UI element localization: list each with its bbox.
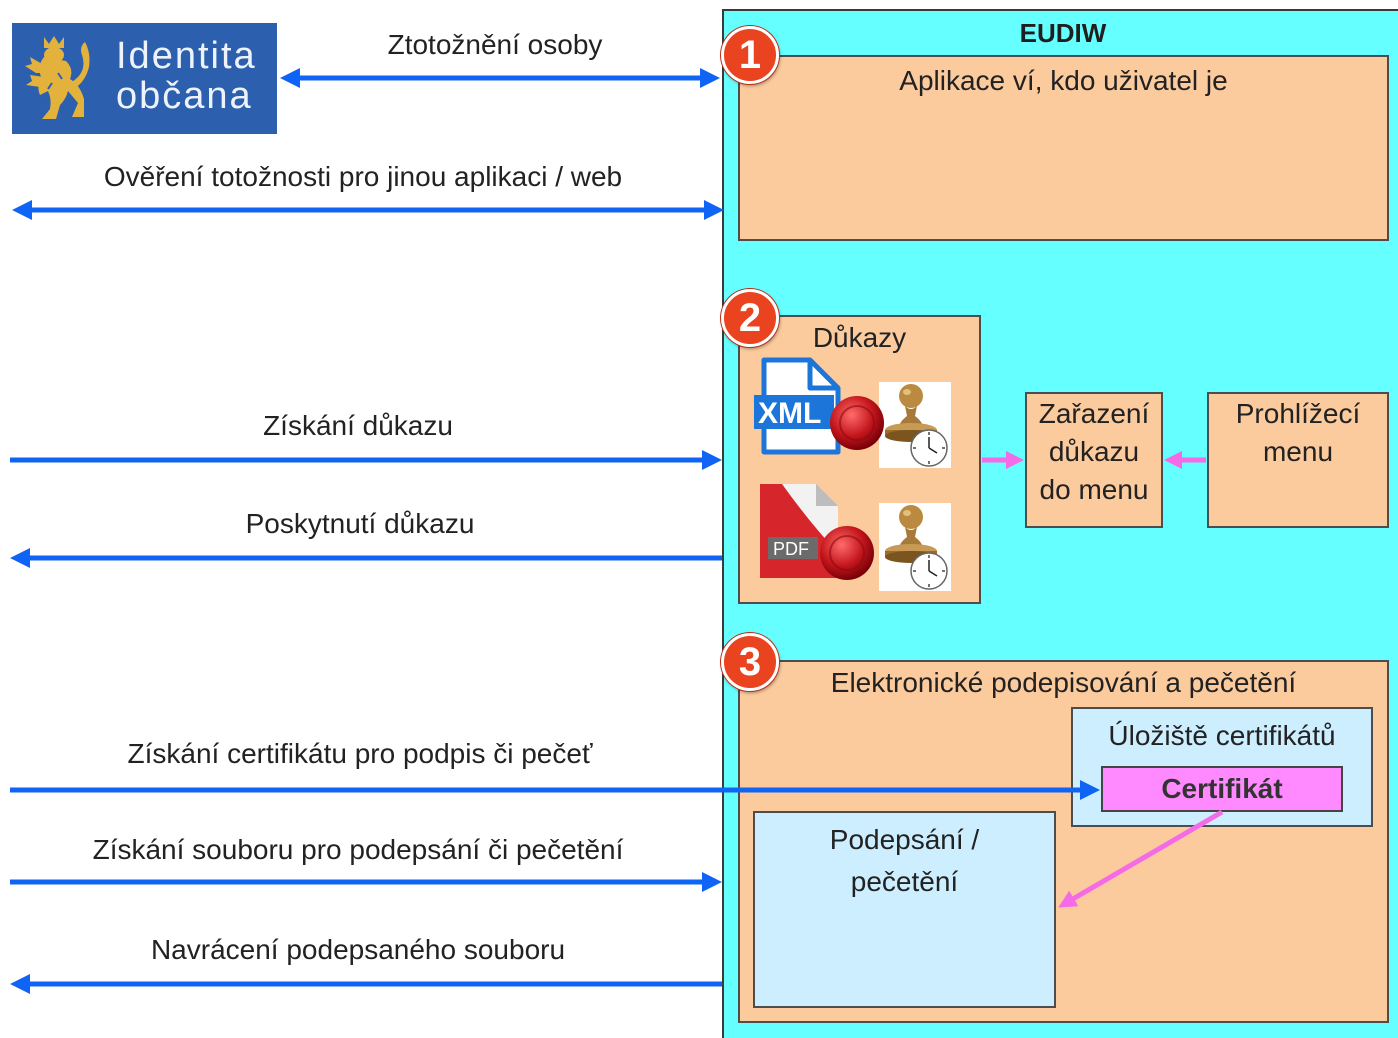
browse-menu-text: Prohlížecí menu xyxy=(1209,395,1387,471)
logo-text: Identita občana xyxy=(116,36,257,116)
flow-label-return-file: Navrácení podepsaného souboru xyxy=(150,934,566,965)
menu-assign-line-1: Zařazení xyxy=(1038,398,1150,429)
menu-assign-line-3: do menu xyxy=(1039,474,1149,505)
browse-menu-line-2: menu xyxy=(1262,436,1334,467)
signing-section-title: Elektronické podepisování a pečetění xyxy=(830,667,1297,698)
signing-text: Podepsání / pečetění xyxy=(755,819,1054,903)
pdf-file-icon: PDF xyxy=(760,484,838,578)
signing-box: Podepsání / pečetění xyxy=(753,811,1056,1008)
logo-line-2: občana xyxy=(116,75,253,117)
identity-box: Aplikace ví, kdo uživatel je xyxy=(738,55,1389,241)
browse-menu-box: Prohlížecí menu xyxy=(1207,392,1389,528)
browse-menu-line-1: Prohlížecí xyxy=(1235,398,1361,429)
menu-assign-box: Zařazení důkazu do menu xyxy=(1025,392,1163,528)
czech-lion-emblem-icon xyxy=(25,36,90,119)
timestamp-stamp-icon xyxy=(879,503,951,591)
wax-seal-icon xyxy=(820,526,874,580)
eudiw-title: EUDIW xyxy=(1019,18,1107,48)
menu-assign-text: Zařazení důkazu do menu xyxy=(1027,395,1161,509)
timestamp-stamp-icon xyxy=(879,382,951,468)
flow-label-get-file: Získání souboru pro podepsání či pečetěn… xyxy=(92,834,624,865)
flow-label-get-evidence: Získání důkazu xyxy=(263,410,453,441)
certificate-box: Certifikát xyxy=(1101,766,1343,812)
signing-line-1: Podepsání / xyxy=(829,824,980,855)
step-badge-3: 3 xyxy=(721,633,779,691)
xml-file-label: XML xyxy=(758,397,821,430)
wax-seal-icon xyxy=(830,396,884,450)
menu-assign-line-2: důkazu xyxy=(1048,436,1140,467)
signing-line-2: pečetění xyxy=(850,866,959,897)
step-badge-2: 2 xyxy=(721,289,779,347)
pdf-file-label: PDF xyxy=(773,539,809,559)
step-badge-1: 1 xyxy=(721,26,779,84)
identity-box-title: Aplikace ví, kdo uživatel je xyxy=(899,65,1228,96)
xml-file-icon: XML xyxy=(754,357,841,455)
flow-label-provide-evidence: Poskytnutí důkazu xyxy=(245,508,475,539)
flow-label-verify: Ověření totožnosti pro jinou aplikaci / … xyxy=(103,161,623,192)
flow-label-get-certificate: Získání certifikátu pro podpis či pečeť xyxy=(127,738,593,769)
certificate-store-title: Úložiště certifikátů xyxy=(1108,720,1336,751)
logo-line-1: Identita xyxy=(116,35,257,77)
evidence-box-title: Důkazy xyxy=(812,322,907,353)
identita-obcana-logo: Identita občana xyxy=(12,23,277,134)
flow-label-identify: Ztotožnění osoby xyxy=(387,29,603,60)
